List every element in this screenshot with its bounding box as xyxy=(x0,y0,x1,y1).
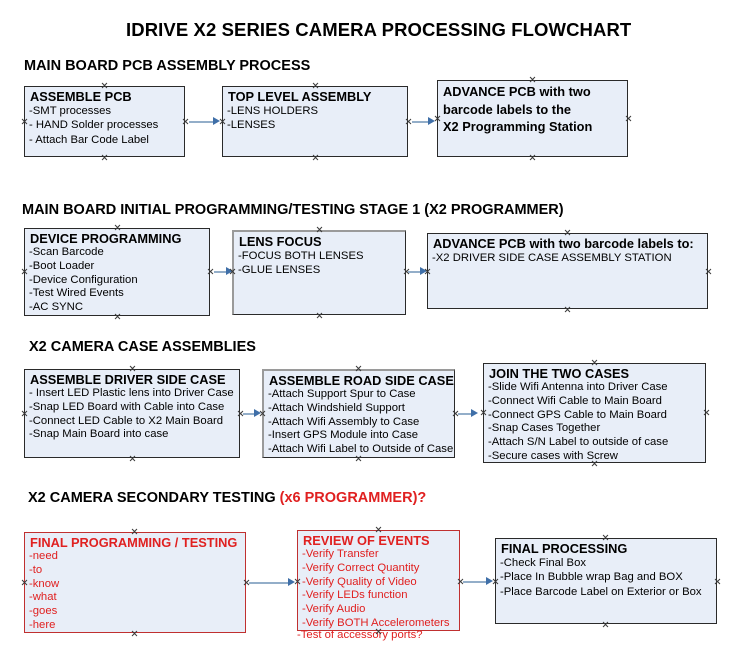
flow-box-assemble-road-side-case[interactable]: ASSEMBLE ROAD SIDE CASE -Attach Support … xyxy=(262,369,455,458)
flow-box-title: FINAL PROGRAMMING / TESTING xyxy=(30,535,238,550)
arrow-assemble-pcb-to-top-level xyxy=(189,121,215,123)
flow-box-title: REVIEW OF EVENTS xyxy=(303,533,430,548)
flow-box-review-of-events[interactable]: REVIEW OF EVENTS -Verify Transfer -Verif… xyxy=(297,530,460,631)
arrow-road-case-to-join-cases xyxy=(458,413,473,415)
flow-box-overflow-line-review-of-events: -Test of accessory ports? xyxy=(297,629,423,641)
arrow-review-of-events-to-final-processing xyxy=(463,581,488,583)
arrow-head-icon xyxy=(471,409,478,417)
flow-box-line: -Scan Barcode xyxy=(29,246,104,258)
flow-box-advance-pcb-to-driver-side-case[interactable]: ADVANCE PCB with two barcode labels to: … xyxy=(427,233,708,309)
arrow-head-icon xyxy=(226,267,233,275)
flow-box-line: -Device Configuration xyxy=(29,273,138,286)
flow-box-line: -Verify Audio xyxy=(302,603,366,616)
flow-box-line: -SMT processes xyxy=(29,105,112,117)
flow-box-title-line2: barcode labels to the xyxy=(443,101,572,117)
flow-box-assemble-pcb[interactable]: ASSEMBLE PCB -SMT processes - HAND Solde… xyxy=(24,86,185,157)
section-heading-text: X2 CAMERA SECONDARY TESTING xyxy=(28,490,280,506)
flow-box-line: -Test Wired Events xyxy=(29,287,124,300)
arrow-head-icon xyxy=(486,577,493,585)
flow-box-title: ASSEMBLE ROAD SIDE CASE xyxy=(269,373,454,388)
flow-box-title: TOP LEVEL ASSEMBLY xyxy=(228,89,372,104)
flow-box-line: -GLUE LENSES xyxy=(238,264,321,277)
flow-box-line: -Snap Cases Together xyxy=(488,422,601,435)
flow-box-line: -Attach Wifi Label to Outside of Case xyxy=(268,443,454,456)
arrow-head-icon xyxy=(213,117,220,125)
flow-box-final-programming-testing[interactable]: FINAL PROGRAMMING / TESTING -need -to -k… xyxy=(24,532,246,633)
flow-box-line: -FOCUS BOTH LENSES xyxy=(238,250,364,262)
flow-box-line: -here xyxy=(29,618,56,631)
flow-box-title: DEVICE PROGRAMMING xyxy=(30,231,182,246)
flow-box-title-line3: X2 Programming Station xyxy=(443,119,593,134)
flow-box-line: -to xyxy=(29,563,43,576)
arrow-head-icon xyxy=(420,267,427,275)
section-heading-main-board-pcb-assembly: MAIN BOARD PCB ASSEMBLY PROCESS xyxy=(24,58,311,74)
flow-box-line: - Insert LED Plastic lens into Driver Ca… xyxy=(29,387,234,399)
flow-box-line: -Connect GPS Cable to Main Board xyxy=(488,408,667,421)
arrow-final-programming-to-review-of-events xyxy=(249,582,291,584)
flow-box-line: -LENS HOLDERS xyxy=(227,105,319,117)
flow-box-line: -Connect LED Cable to X2 Main Board xyxy=(29,414,224,427)
arrow-head-icon xyxy=(254,409,261,417)
flow-box-line: -Secure cases with Screw xyxy=(488,449,618,462)
flow-box-line: -goes xyxy=(29,605,58,618)
flow-box-line: -AC SYNC xyxy=(29,301,83,314)
flow-box-title: FINAL PROCESSING xyxy=(501,541,628,556)
flow-box-title: ADVANCE PCB with two barcode labels to: xyxy=(433,236,694,251)
arrow-head-icon xyxy=(288,578,295,586)
flow-box-line: -X2 DRIVER SIDE CASE ASSEMBLY STATION xyxy=(432,252,672,264)
document-title: IDRIVE X2 SERIES CAMERA PROCESSING FLOWC… xyxy=(126,19,632,40)
flow-box-join-the-two-cases[interactable]: JOIN THE TWO CASES -Slide Wifi Antenna i… xyxy=(483,363,706,463)
flow-box-line: -Verify LEDs function xyxy=(302,589,408,602)
flow-box-line: -what xyxy=(29,591,57,604)
arrow-driver-case-to-road-case xyxy=(243,413,256,415)
flow-box-lens-focus[interactable]: LENS FOCUS -FOCUS BOTH LENSES -GLUE LENS… xyxy=(232,230,406,315)
arrow-device-programming-to-lens-focus xyxy=(214,271,228,273)
flow-box-line: -Attach S/N Label to outside of case xyxy=(488,436,669,449)
flow-box-title: JOIN THE TWO CASES xyxy=(489,366,630,381)
flow-box-line: -Snap Main Board into case xyxy=(29,428,169,441)
flow-box-title: ASSEMBLE DRIVER SIDE CASE xyxy=(30,372,226,387)
arrow-lens-focus-to-advance-pcb xyxy=(408,271,422,273)
section-heading-main-board-initial-programming: MAIN BOARD INITIAL PROGRAMMING/TESTING S… xyxy=(22,202,564,218)
flow-box-line: -Snap LED Board with Cable into Case xyxy=(29,400,225,413)
flow-box-line: -Verify Correct Quantity xyxy=(302,561,420,574)
section-heading-x2-camera-case-assemblies: X2 CAMERA CASE ASSEMBLIES xyxy=(29,339,256,355)
flow-box-line: -Place In Bubble wrap Bag and BOX xyxy=(500,571,683,584)
flow-box-title: ASSEMBLE PCB xyxy=(30,89,132,104)
flow-box-line: -Place Barcode Label on Exterior or Box xyxy=(500,585,702,598)
flow-box-line: -need xyxy=(29,550,58,562)
flow-box-final-processing[interactable]: FINAL PROCESSING -Check Final Box -Place… xyxy=(495,538,717,624)
flow-box-line: -Insert GPS Module into Case xyxy=(268,429,419,442)
flow-box-title: LENS FOCUS xyxy=(239,234,322,249)
section-heading-x2-camera-secondary-testing: X2 CAMERA SECONDARY TESTING (x6 PROGRAMM… xyxy=(28,490,426,506)
arrow-top-level-to-advance-pcb xyxy=(412,121,430,123)
flow-box-line: -Boot Loader xyxy=(29,259,95,272)
flow-box-line: -Verify BOTH Accelerometers xyxy=(302,616,450,629)
flow-box-line: -Verify Transfer xyxy=(302,548,379,560)
flow-box-device-programming[interactable]: DEVICE PROGRAMMING -Scan Barcode -Boot L… xyxy=(24,228,210,316)
section-heading-red-suffix: (x6 PROGRAMMER)? xyxy=(279,490,427,506)
flow-box-assemble-driver-side-case[interactable]: ASSEMBLE DRIVER SIDE CASE - Insert LED P… xyxy=(24,369,240,458)
flow-box-line: -know xyxy=(29,577,60,590)
flow-box-line: -Attach Windshield Support xyxy=(268,401,405,414)
flow-box-line: -Attach Support Spur to Case xyxy=(268,388,416,400)
flow-box-title: ADVANCE PCB with two xyxy=(443,84,591,99)
flow-box-advance-pcb-to-programming-station[interactable]: ADVANCE PCB with two barcode labels to t… xyxy=(437,80,628,157)
flow-box-line: -Verify Quality of Video xyxy=(302,575,417,588)
flow-box-line: - Attach Bar Code Label xyxy=(29,133,149,146)
flow-box-top-level-assembly[interactable]: TOP LEVEL ASSEMBLY -LENS HOLDERS -LENSES xyxy=(222,86,408,157)
flow-box-line: -Check Final Box xyxy=(500,557,587,569)
arrow-head-icon xyxy=(428,117,435,125)
flow-box-line: -LENSES xyxy=(227,119,276,132)
flow-box-line: -Attach Wifi Assembly to Case xyxy=(268,415,420,428)
flow-box-line: -Slide Wifi Antenna into Driver Case xyxy=(488,381,668,393)
flow-box-line: -Connect Wifi Cable to Main Board xyxy=(488,394,662,407)
flow-box-line: - HAND Solder processes xyxy=(29,119,159,132)
